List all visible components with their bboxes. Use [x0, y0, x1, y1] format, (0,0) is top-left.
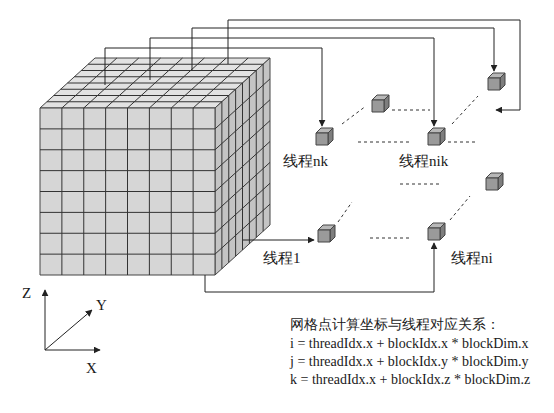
grid-line	[171, 108, 172, 275]
cube-front-face	[40, 108, 215, 275]
axis-label: Z	[22, 285, 31, 302]
axis-x	[45, 350, 100, 351]
axis-label: X	[86, 360, 97, 377]
grid-line	[40, 254, 215, 255]
thread-node: 线程nk	[282, 152, 329, 170]
grid-line	[215, 162, 270, 212]
thread-node: 线程nik	[398, 152, 449, 170]
thread-cube	[318, 230, 330, 242]
dashed-line	[450, 196, 470, 220]
thread-cube	[486, 178, 498, 190]
dashed-line	[392, 110, 430, 111]
grid-line	[215, 204, 270, 254]
thread-cube	[428, 228, 440, 240]
thread-node: 线程ni	[450, 249, 494, 267]
grid-line	[149, 58, 204, 108]
dashed-line	[448, 142, 478, 143]
mapping-arrow	[228, 20, 520, 110]
thread-cube	[498, 173, 503, 190]
grid-line	[40, 191, 215, 192]
thread-cube	[384, 95, 389, 112]
mapping-arrow	[150, 38, 434, 126]
grid-line	[88, 64, 263, 65]
dashed-line	[358, 142, 410, 143]
mapping-arrow	[205, 243, 434, 292]
grid-line	[193, 58, 248, 108]
grid-line	[171, 58, 226, 108]
thread-node: 线程1	[262, 249, 302, 267]
mapping-arrow	[192, 28, 494, 71]
thread-cube	[428, 133, 440, 145]
dashed-line	[338, 202, 352, 222]
thread-label: 线程nik	[398, 152, 449, 170]
cube-side-face	[215, 58, 270, 275]
dashed-line	[400, 184, 440, 185]
dashed-line	[342, 106, 366, 124]
grid-line	[40, 212, 215, 213]
thread-cube	[440, 128, 445, 145]
mapping-arrow	[105, 48, 322, 126]
grid-line	[215, 142, 270, 192]
axis-y	[45, 310, 92, 350]
thread-label: 线程nk	[282, 152, 329, 170]
mapping-arrow	[243, 240, 314, 241]
grid-line	[256, 71, 257, 238]
thread-cube	[330, 225, 335, 242]
axis-z	[45, 290, 46, 350]
axis-label: Y	[96, 297, 107, 314]
thread-cube	[328, 128, 333, 145]
thread-label: 线程ni	[450, 249, 494, 267]
grid-line	[149, 108, 150, 275]
grid-line	[249, 77, 250, 244]
grid-line	[263, 64, 264, 231]
dashed-line	[452, 96, 478, 124]
grid-line	[81, 70, 256, 71]
thread-cube	[488, 78, 500, 90]
formula: i = threadIdx.x + blockIdx.x * blockDim.…	[290, 335, 529, 352]
grid-line	[74, 76, 249, 77]
grid-line	[215, 183, 270, 233]
thread-cube	[500, 73, 505, 90]
grid-line	[193, 108, 194, 275]
dashed-line	[370, 238, 410, 239]
thread-label: 线程1	[262, 249, 302, 267]
grid-line	[40, 233, 215, 234]
thread-cube	[316, 133, 328, 145]
formula: j = threadIdx.x + blockIdx.y * blockDim.…	[290, 353, 529, 370]
thread-cube	[440, 223, 445, 240]
formula-heading: 网格点计算坐标与线程对应关系：	[290, 316, 500, 333]
thread-cube	[372, 100, 384, 112]
formula: k = threadIdx.x + blockIdx.z * blockDim.…	[290, 371, 530, 388]
grid-line	[128, 58, 183, 108]
